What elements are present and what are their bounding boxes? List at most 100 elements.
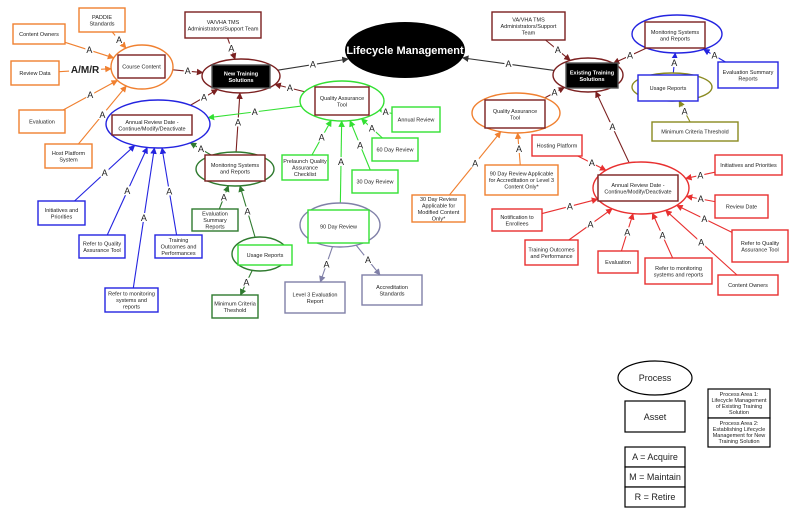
legend-asset-box: [624, 400, 686, 433]
node-evalr[interactable]: Evaluation: [597, 250, 639, 274]
legend-process-area-label: Management for New: [713, 433, 766, 439]
node-ann-r[interactable]: Annual Review: [391, 106, 441, 133]
node-label: Accreditation: [376, 285, 408, 291]
edge-label-bg: [625, 50, 634, 60]
edge-label-bg: [356, 140, 365, 150]
asset-box: [191, 208, 239, 232]
legend-process-area: Process Area 2:Establishing LifecycleMan…: [707, 417, 771, 448]
node-d90[interactable]: 90 Day Review: [299, 202, 381, 248]
edge-label-bg: [608, 122, 617, 132]
asset-box: [111, 114, 193, 136]
node-eval-l[interactable]: Evaluation: [18, 109, 66, 134]
node-label: Solutions: [579, 77, 604, 83]
node-ard-r[interactable]: Annual Review Date -Continue/Modify/Deac…: [592, 161, 690, 215]
edge-label: A: [505, 59, 511, 69]
asset-box: [204, 154, 266, 182]
asset-box: [644, 257, 713, 285]
edge-msr_r-to-ets: A: [612, 47, 647, 64]
edge-label: A: [660, 231, 666, 241]
node-co-l[interactable]: Content Owners: [12, 23, 66, 45]
asset-box: [531, 134, 583, 157]
edge-tofp-to-ard_r: A: [568, 208, 613, 241]
legend-process-ellipse: [617, 360, 693, 396]
node-hp[interactable]: Hosting Platform: [531, 134, 583, 157]
asset-box: [714, 194, 769, 219]
node-ard-l[interactable]: Annual Review Date -Continue/Modify/Deac…: [105, 99, 211, 149]
edge-label-bg: [337, 157, 346, 167]
node-label: and Reports: [660, 36, 690, 42]
legend-process-area-label: Solution: [729, 410, 749, 416]
nodes: Lifecycle Management PADDIEStandardsConte…: [10, 7, 789, 319]
edge-label-bg: [199, 92, 208, 102]
node-cc[interactable]: Course Content: [110, 44, 174, 90]
edge-d90-to-l3: A: [319, 246, 334, 283]
node-lm[interactable]: Lifecycle Management: [345, 22, 465, 78]
node-label: 60 Day Review: [377, 148, 414, 154]
asset-box: [371, 137, 419, 162]
node-label: Review Data: [19, 71, 51, 77]
edge-label-bg: [364, 255, 373, 265]
node-label: Administrators/Support: [501, 24, 557, 30]
node-rd-l[interactable]: Review Data: [10, 60, 60, 86]
legend-code: A = Acquire: [624, 446, 686, 468]
node-label: Notification to: [500, 215, 533, 221]
node-co-r[interactable]: Content Owners: [717, 274, 779, 296]
edge-ets-to-lm: A: [461, 55, 555, 71]
edge-mct_r-to-ur_r: A: [678, 100, 691, 123]
node-d30[interactable]: 30 Day Review: [351, 169, 399, 194]
legend-process-area-label: Process Area 2:: [720, 421, 759, 427]
edge-d60-to-qa_l: A: [360, 118, 383, 139]
legend-code: M = Maintain: [624, 466, 686, 488]
asset-box: [281, 154, 329, 181]
node-ur-r[interactable]: Usage Reports: [631, 72, 713, 102]
node-label: Usage Reports: [247, 253, 284, 259]
edge-label: A: [287, 83, 293, 93]
legend-asset: Asset: [624, 400, 686, 433]
node-label: Annual Review Date -: [611, 183, 664, 189]
node-rd-r[interactable]: Review Date: [714, 194, 769, 219]
asset-box: [37, 200, 86, 226]
edge-vha_l-to-nts: A: [227, 37, 237, 60]
edge-label-bg: [98, 109, 107, 119]
node-ip-r[interactable]: Initiatives and Priorities: [714, 154, 783, 176]
edge-label: A: [87, 90, 93, 100]
edge-label-bg: [69, 65, 102, 75]
legend-process-area-label: of Existing Training: [716, 404, 762, 410]
edge-ip_l-to-ard_l: A: [74, 145, 136, 202]
node-mct-r[interactable]: Minimum Criteria Threshold: [651, 121, 739, 142]
node-d60[interactable]: 60 Day Review: [371, 137, 419, 162]
node-label: Team: [522, 31, 536, 37]
node-ur-l[interactable]: Usage Reports: [231, 236, 293, 272]
node-label: Minimum Criteria Threshold: [661, 130, 728, 136]
edge-eval_l-to-cc: A: [62, 79, 118, 111]
node-label: Monitoring Systems: [211, 163, 260, 169]
edge-qa_r-to-ets: A: [544, 87, 565, 99]
